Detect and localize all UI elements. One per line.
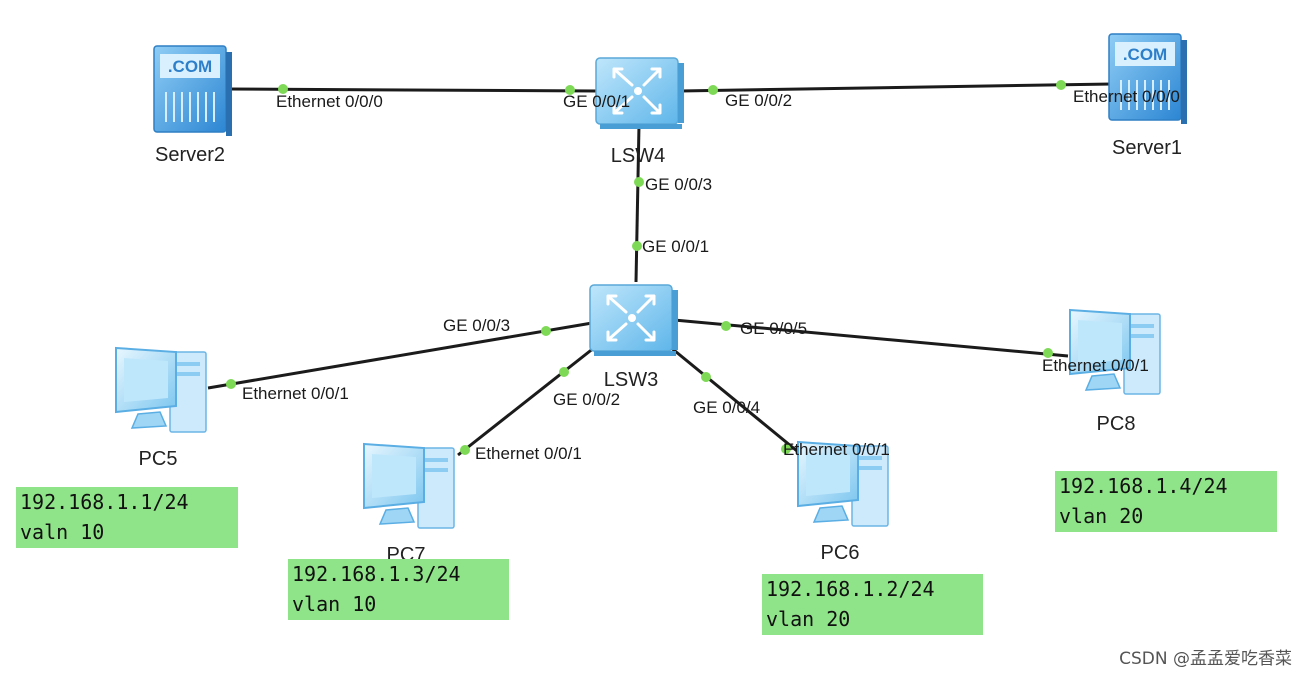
link-lsw3-pc7 (457, 338, 605, 457)
server-screen-text: .COM (1123, 45, 1167, 64)
device-label-lsw3: LSW3 (604, 369, 658, 391)
port-dot (226, 379, 236, 389)
note-vlan: vlan 10 (292, 592, 377, 616)
port-label-pc6-eth: Ethernet 0/0/1 (783, 440, 890, 459)
port-label-lsw3-ge4: GE 0/0/4 (693, 398, 760, 417)
port-label-lsw4-ge3: GE 0/0/3 (645, 175, 712, 194)
port-label-lsw3-ge3: GE 0/0/3 (443, 316, 510, 335)
link-lsw3-pc8 (673, 318, 1069, 358)
pc5-device[interactable] (115, 347, 207, 433)
pc7-device[interactable] (363, 443, 455, 529)
port-dot (701, 372, 711, 382)
port-label-pc7-eth: Ethernet 0/0/1 (475, 444, 582, 463)
port-dot (708, 85, 718, 95)
link-server2-lsw4 (227, 87, 599, 93)
port-label-lsw3-ge5: GE 0/0/5 (740, 319, 807, 338)
device-label-pc6: PC6 (821, 542, 860, 564)
port-dot (634, 177, 644, 187)
port-label-lsw3-ge2: GE 0/0/2 (553, 390, 620, 409)
note-pc8: 192.168.1.4/24 vlan 20 (1055, 471, 1277, 532)
link-lsw3-pc6 (663, 340, 809, 462)
note-ip: 192.168.1.1/24 (20, 490, 189, 514)
note-vlan: vlan 20 (766, 607, 851, 631)
note-ip: 192.168.1.2/24 (766, 577, 935, 601)
watermark: CSDN @孟孟爱吃香菜 (1119, 649, 1292, 669)
port-dot (632, 241, 642, 251)
port-label-lsw4-ge1: GE 0/0/1 (563, 92, 630, 111)
link-lsw4-lsw3 (634, 124, 641, 283)
link-lsw3-pc5 (207, 320, 599, 390)
port-dot (565, 85, 575, 95)
lsw3-switch[interactable] (588, 283, 680, 358)
port-dot (1043, 348, 1053, 358)
port-dot (460, 445, 470, 455)
note-vlan: valn 10 (20, 520, 105, 544)
port-dot (559, 367, 569, 377)
device-label-lsw4: LSW4 (611, 145, 665, 167)
port-label-lsw3-ge1: GE 0/0/1 (642, 237, 709, 256)
server-screen-text: .COM (168, 57, 212, 76)
port-dot (1056, 80, 1066, 90)
port-dots (226, 80, 1066, 455)
device-label-server1: Server1 (1112, 137, 1182, 159)
pc8-device[interactable] (1069, 309, 1161, 395)
device-label-server2: Server2 (155, 144, 225, 166)
note-pc6: 192.168.1.2/24 vlan 20 (762, 574, 983, 635)
port-label-pc5-eth: Ethernet 0/0/1 (242, 384, 349, 403)
link-lsw4-server1 (679, 82, 1113, 93)
server1-device[interactable]: .COM (1108, 33, 1188, 125)
port-label-lsw4-ge2: GE 0/0/2 (725, 91, 792, 110)
port-dot (278, 84, 288, 94)
server2-device[interactable]: .COM (153, 45, 233, 137)
port-dot (721, 321, 731, 331)
note-ip: 192.168.1.4/24 (1059, 474, 1228, 498)
port-dot (781, 444, 791, 454)
port-label-server1-eth: Ethernet 0/0/0 (1073, 87, 1180, 106)
device-label-pc8: PC8 (1097, 413, 1136, 435)
note-pc7: 192.168.1.3/24 vlan 10 (288, 559, 509, 620)
port-label-pc8-eth: Ethernet 0/0/1 (1042, 356, 1149, 375)
device-label-pc5: PC5 (139, 448, 178, 470)
port-dot (541, 326, 551, 336)
note-vlan: vlan 20 (1059, 504, 1144, 528)
note-ip: 192.168.1.3/24 (292, 562, 461, 586)
port-label-server2-eth: Ethernet 0/0/0 (276, 92, 383, 111)
note-pc5: 192.168.1.1/24 valn 10 (16, 487, 238, 548)
